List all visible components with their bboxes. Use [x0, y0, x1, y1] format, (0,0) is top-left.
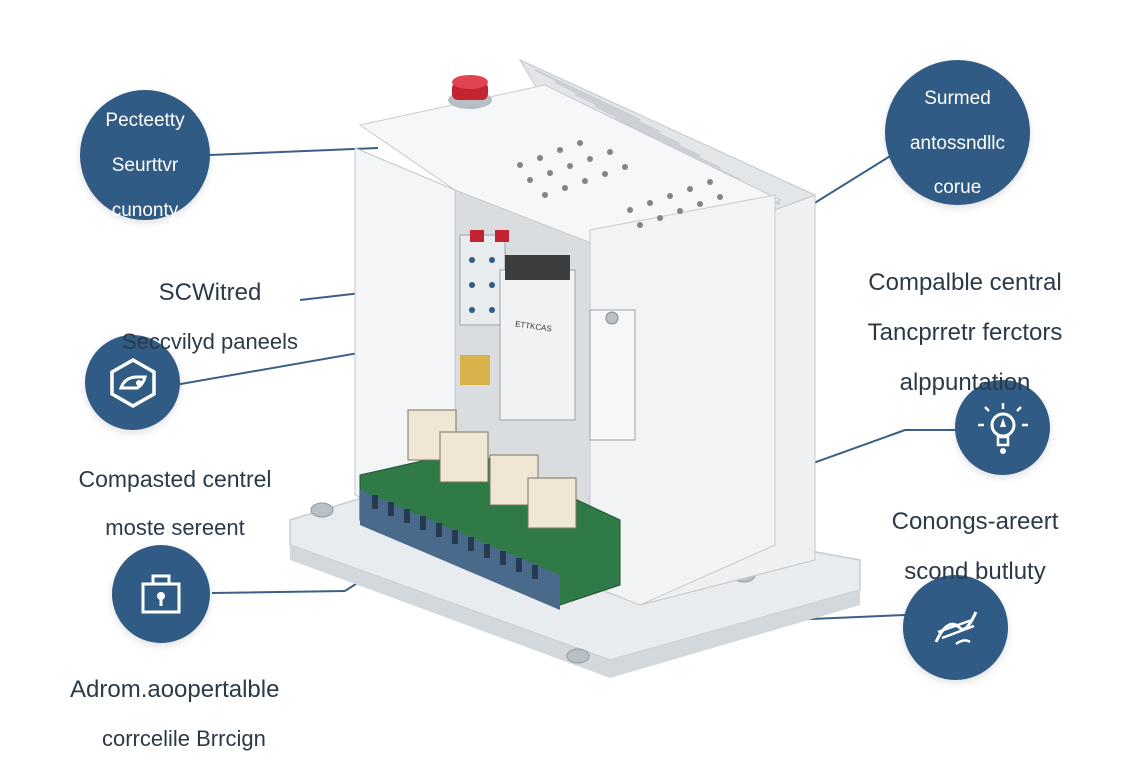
padlock-box-glyph	[141, 574, 181, 614]
feature-subtitle: corrcelile Brrcign	[102, 726, 266, 751]
hexagon-shield-glyph	[109, 357, 156, 408]
callout-text: Surmed antossndllc corue	[910, 65, 1005, 199]
feature-line: alppuntation	[899, 369, 1031, 396]
feature-title: Adrom.aoopertalble	[70, 676, 280, 703]
callout-circle-top-right: Surmed antossndllc corue	[885, 60, 1030, 205]
feature-label-left-1: SCWitred Seccvilyd paneels	[105, 258, 315, 376]
feature-title: Compasted centrel	[78, 466, 272, 492]
feature-line: Compalble central	[868, 269, 1062, 296]
feature-title: Conongs-areert	[891, 508, 1059, 535]
feature-label-right-1: Compalble central Tancprretr ferctors al…	[835, 248, 1095, 418]
callout-line: Pecteetty	[105, 110, 185, 132]
internal-components	[459, 230, 636, 441]
feature-title: SCWitred	[158, 279, 262, 306]
vent-holes	[517, 140, 723, 228]
callout-line: antossndllc	[909, 132, 1006, 154]
terminal-board	[359, 409, 621, 610]
padlock-box-icon	[112, 545, 210, 643]
callout-line: Surmed	[924, 87, 991, 109]
mount-screw-3	[566, 648, 590, 664]
lightbulb-signal-glyph	[977, 402, 1028, 454]
callout-line: corue	[933, 177, 982, 199]
callout-line: Seurttvr	[111, 155, 179, 176]
callout-circle-top-left: Pecteetty Seurttvr cunonty	[80, 88, 210, 222]
lightbulb-signal-icon	[955, 380, 1050, 475]
signature-pen-glyph	[934, 610, 977, 645]
callout-text: Pecteetty Seurttvr cunonty	[105, 88, 184, 222]
feature-line: Tancprretr ferctors	[867, 319, 1063, 346]
emergency-stop-button	[448, 75, 492, 109]
feature-label-left-3: Adrom.aoopertalble corrcelile Brrcign	[70, 655, 370, 773]
feature-label-left-2: Compasted centrel moste sereent	[45, 445, 305, 561]
control-box-illustration	[174, 58, 955, 678]
relay-modules	[407, 409, 577, 529]
mount-screw-1	[310, 502, 334, 518]
feature-label-right-2: Conongs-areert scond butluty	[865, 487, 1085, 607]
feature-subtitle: moste sereent	[105, 514, 245, 540]
hexagon-shield-icon	[85, 335, 180, 430]
feature-subtitle: scond butluty	[904, 558, 1046, 585]
signature-pen-icon	[903, 575, 1008, 680]
feature-subtitle: Seccvilyd paneels	[121, 329, 299, 354]
callout-line: cunonty	[111, 199, 179, 221]
